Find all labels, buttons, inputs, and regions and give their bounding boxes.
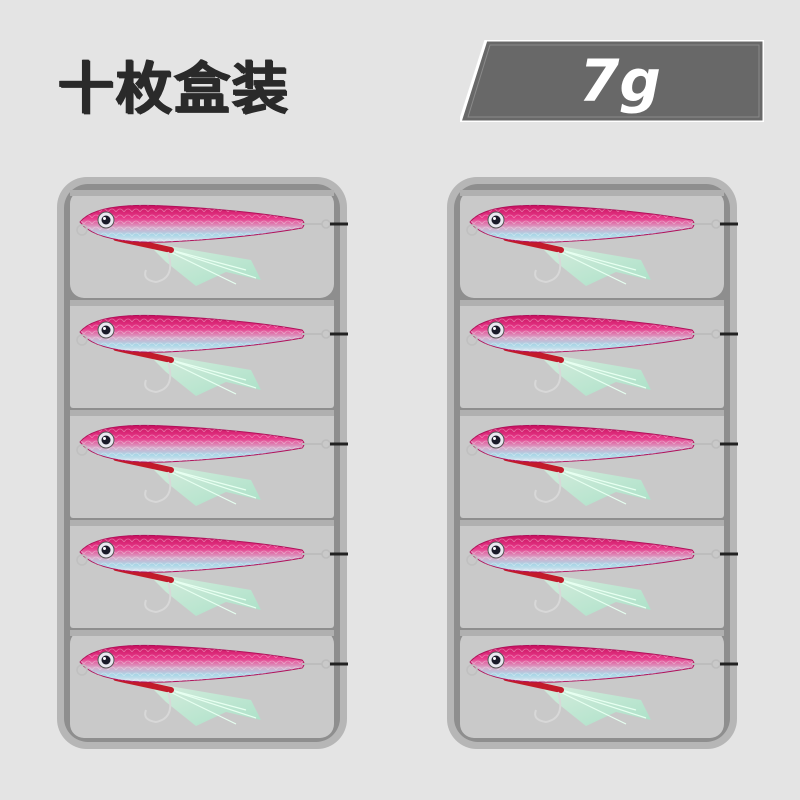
- feather-skirt-icon: [536, 462, 651, 506]
- page-title: 十枚盒装: [58, 57, 290, 122]
- tray: [447, 177, 738, 749]
- lure-icon: [76, 644, 348, 726]
- lure-icon: [466, 534, 738, 616]
- lure-icon: [466, 314, 738, 396]
- treble-hook-icon: [330, 442, 348, 446]
- lure-box-left: [56, 176, 348, 750]
- badge-shape: [460, 40, 764, 122]
- treble-hook-icon: [330, 332, 348, 336]
- treble-hook-icon: [720, 222, 738, 226]
- treble-hook-icon: [330, 552, 348, 556]
- treble-hook-icon: [720, 332, 738, 336]
- treble-hook-icon: [720, 662, 738, 666]
- lure-icon: [76, 204, 348, 286]
- treble-hook-icon: [720, 552, 738, 556]
- weight-label: 7g: [579, 47, 661, 115]
- lure-icon: [76, 314, 348, 396]
- lure-icon: [466, 204, 738, 286]
- feather-skirt-icon: [536, 242, 651, 286]
- treble-hook-icon: [330, 662, 348, 666]
- lure-icon: [466, 644, 738, 726]
- lure-box-right: [446, 176, 738, 750]
- tray: [57, 177, 348, 749]
- lure-icon: [76, 534, 348, 616]
- lure-icon: [466, 424, 738, 506]
- treble-hook-icon: [330, 222, 348, 226]
- weight-badge: 7g: [460, 40, 764, 122]
- treble-hook-icon: [720, 442, 738, 446]
- lure-icon: [76, 424, 348, 506]
